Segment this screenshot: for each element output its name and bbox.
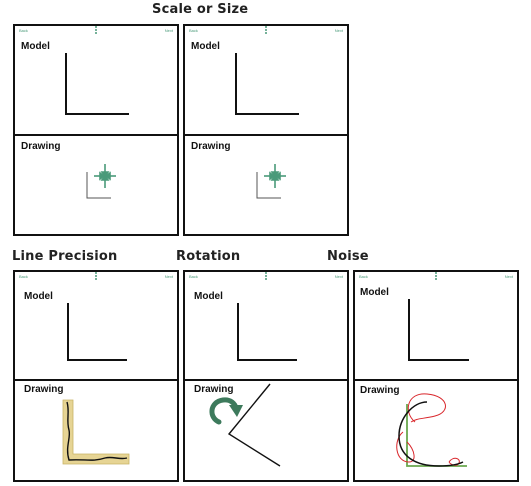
drawn-wobbly-l [66, 401, 128, 461]
tablet-topbar: Back Next [15, 26, 177, 34]
drawing-label: Drawing [360, 385, 400, 396]
tablet-scale-1: Back Next Model Drawing [13, 24, 179, 236]
panel-divider [185, 134, 347, 136]
next-button[interactable]: Next [164, 28, 173, 33]
tablet-scale-2: Back Next Model Drawing [183, 24, 349, 236]
drawing-label: Drawing [194, 384, 234, 395]
drawing-label: Drawing [21, 141, 61, 152]
target-green-l [406, 404, 467, 467]
tablet-line-precision: Back Next Model Drawing [13, 270, 179, 482]
drawing-label: Drawing [191, 141, 231, 152]
panel-divider [15, 134, 177, 136]
panel-divider [15, 379, 177, 381]
next-button[interactable]: Next [504, 274, 513, 279]
panel-divider [185, 379, 347, 381]
next-button[interactable]: Next [334, 274, 343, 279]
shrink-arrows-icon [94, 164, 116, 188]
drawn-noisy-curve [398, 401, 464, 467]
drawing-label: Drawing [24, 384, 64, 395]
drawing-canvas [396, 393, 467, 467]
drawing-canvas [62, 399, 130, 465]
more-dots-icon[interactable] [265, 272, 268, 281]
model-label: Model [191, 41, 220, 52]
back-button[interactable]: Back [189, 274, 198, 279]
drawing-canvas [209, 383, 281, 467]
section-heading-precision: Line Precision [12, 249, 118, 264]
drawn-small-l [256, 172, 281, 199]
back-button[interactable]: Back [189, 28, 198, 33]
precision-highlight-band [62, 399, 130, 465]
model-label: Model [360, 287, 389, 298]
section-heading-noise: Noise [327, 249, 369, 264]
drawing-canvas [256, 164, 286, 199]
tablet-topbar: Back Next [15, 272, 177, 280]
shrink-arrows-icon [264, 164, 286, 188]
panel-divider [355, 379, 517, 381]
drawn-small-l [86, 172, 111, 199]
model-l-shape [408, 299, 469, 361]
drawing-canvas [86, 164, 116, 199]
drawn-rotated-l [227, 383, 281, 467]
section-heading-rotation: Rotation [176, 249, 241, 264]
model-l-shape [65, 53, 129, 115]
more-dots-icon[interactable] [265, 26, 268, 35]
back-button[interactable]: Back [19, 274, 28, 279]
tablet-noise: Back Next Model Drawing [353, 270, 519, 482]
model-l-shape [67, 303, 127, 361]
tablet-rotation: Back Next Model Drawing [183, 270, 349, 482]
next-button[interactable]: Next [164, 274, 173, 279]
more-dots-icon[interactable] [95, 272, 98, 281]
more-dots-icon[interactable] [435, 272, 438, 281]
back-button[interactable]: Back [359, 274, 368, 279]
more-dots-icon[interactable] [95, 26, 98, 35]
section-heading-scale: Scale or Size [152, 2, 249, 17]
model-label: Model [194, 291, 223, 302]
next-button[interactable]: Next [334, 28, 343, 33]
back-button[interactable]: Back [19, 28, 28, 33]
model-l-shape [235, 53, 299, 115]
model-label: Model [21, 41, 50, 52]
model-label: Model [24, 291, 53, 302]
model-l-shape [237, 303, 297, 361]
rotate-arrow-icon [209, 397, 243, 425]
tablet-topbar: Back Next [355, 272, 517, 280]
tablet-topbar: Back Next [185, 272, 347, 280]
tablet-topbar: Back Next [185, 26, 347, 34]
